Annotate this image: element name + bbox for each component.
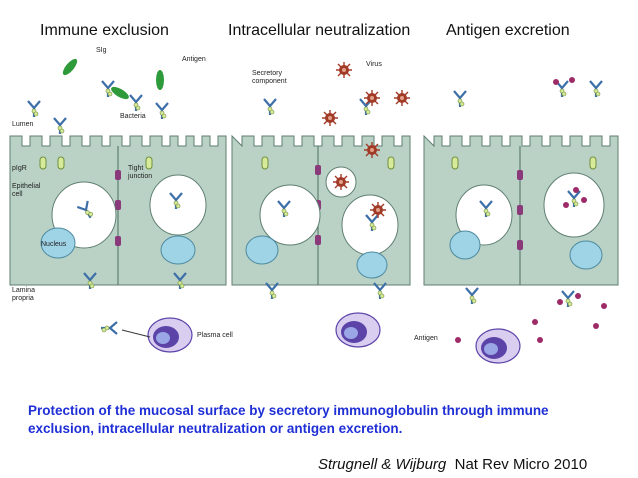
label-lamina-1: Lamina [12,287,35,294]
bacterium [156,70,164,90]
label-secretory-1: Secretory [252,70,282,77]
panel-intracellular-neutralization: Secretory component Virus [231,61,411,348]
title-intracellular-neutralization: Intracellular neutralization [228,22,411,39]
nucleus [40,227,76,259]
title-immune-exclusion: Immune exclusion [40,22,169,39]
label-virus: Virus [366,61,382,68]
citation-journal: Nat Rev Micro 2010 [454,456,588,473]
label-nucleus: Nucleus [41,241,67,248]
panel-immune-exclusion: SIg Antigen Lumen Bacteria pIgR Tight ju… [9,47,233,353]
panel-antigen-excretion: Antigen [414,77,619,364]
bacterium [62,58,78,76]
label-epithelial-1: Epithelial [12,183,41,190]
mucosal-diagram: SIg Antigen Lumen Bacteria pIgR Tight ju… [9,47,619,364]
label-pigr: pIgR [12,165,27,172]
label-antigen-bottom: Antigen [414,335,438,342]
antigen-particle [553,79,559,85]
label-tight-junction-1: Tight [128,165,143,172]
tight-junction [115,170,121,180]
nucleus [160,235,196,265]
label-plasma-cell: Plasma cell [197,332,233,339]
label-lamina-2: propria [12,295,34,302]
label-sig: SIg [96,47,107,54]
figure-caption: Protection of the mucosal surface by sec… [28,403,549,436]
label-secretory-2: component [252,78,287,85]
pigr-receptor [39,156,47,170]
label-lumen: Lumen [12,121,34,128]
bacterium [111,86,129,100]
label-epithelial-2: cell [12,191,23,198]
label-bacteria: Bacteria [120,113,146,120]
label-antigen: Antigen [182,56,206,63]
citation-authors: Strugnell & Wijburg [318,456,447,473]
citation: Strugnell & Wijburg Nat Rev Micro 2010 [318,456,587,473]
label-tight-junction-2: junction [127,173,152,180]
title-antigen-excretion: Antigen excretion [446,22,570,39]
